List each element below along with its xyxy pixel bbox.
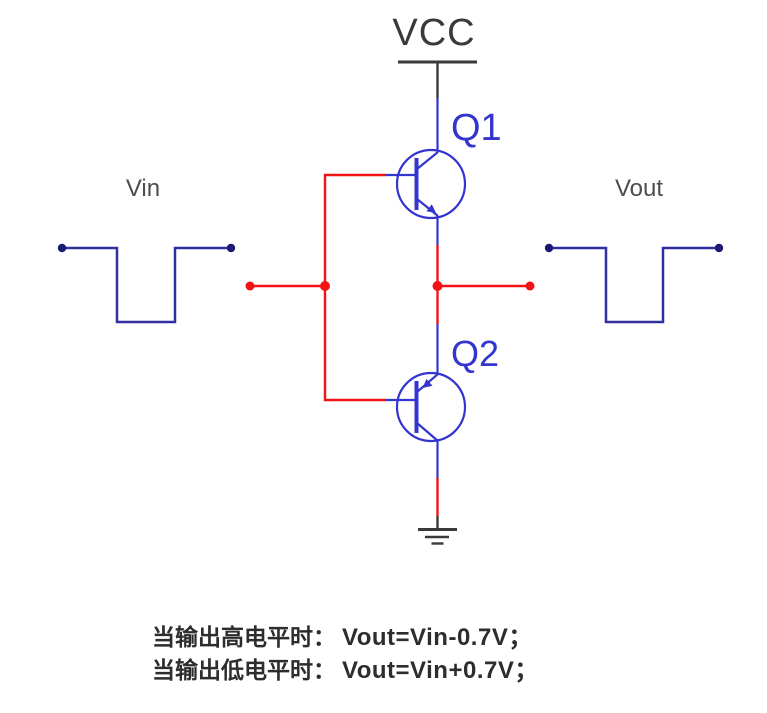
input-terminal-dot [245,281,255,291]
waveform-endpoint-dot [57,243,67,253]
transistor-q2: Q2 [386,333,499,443]
output-waveform: Vout [544,175,724,324]
ground-symbol [418,528,457,545]
q1-collector-stroke [416,151,439,170]
junction-dot [320,281,330,291]
annotation-line2-formula: Vout=Vin+0.7V； [342,657,539,684]
q2-body [395,371,467,443]
vout-label: Vout [615,175,663,202]
waveform-endpoint-dot [544,243,554,253]
input-waveform: Vin [57,175,236,324]
vin-label: Vin [126,175,160,202]
waveform-endpoint-dot [714,243,724,253]
q1-emitter-stroke [416,198,439,217]
q1-npn-arrow-icon [426,204,436,213]
q1-body [395,148,467,220]
annotation-line1-prefix: 当输出高电平时： [152,624,336,650]
waveform-endpoint-dot [226,243,236,253]
q2-pnp-arrow-icon [422,379,433,388]
annotation-line-1: 当输出高电平时：Vout=Vin-0.7V； [152,621,539,654]
q1-label: Q1 [451,107,502,149]
vin-waveform-trace [62,246,231,324]
junction-dot [432,281,443,291]
annotation-line2-prefix: 当输出低电平时： [152,657,336,683]
annotation-line1-formula: Vout=Vin-0.7V； [342,624,533,651]
q2-label: Q2 [451,333,499,374]
annotation-line-2: 当输出低电平时：Vout=Vin+0.7V； [152,654,539,687]
wire-base-bus [323,173,386,402]
q2-collector-stroke [416,422,439,442]
annotation-block: 当输出高电平时：Vout=Vin-0.7V； 当输出低电平时：Vout=Vin+… [152,621,539,687]
output-terminal-dot [525,281,535,291]
vout-waveform-trace [549,246,719,324]
transistor-q1: Q1 [386,107,502,220]
vcc-power-symbol: VCC [392,12,477,98]
vcc-label: VCC [392,12,475,54]
